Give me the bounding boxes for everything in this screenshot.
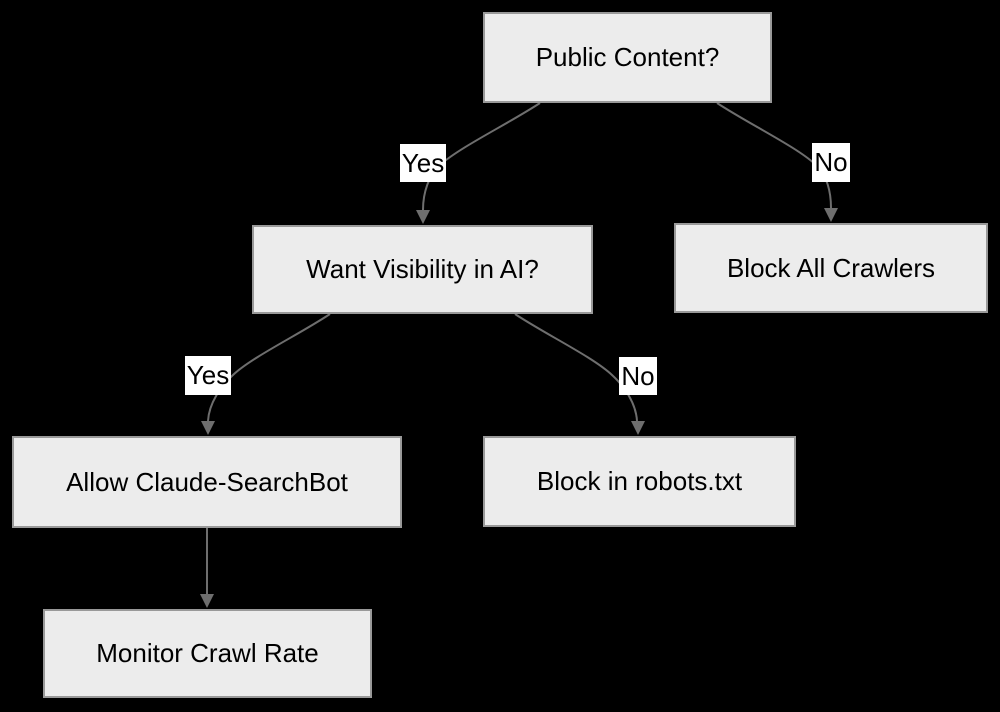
node-block-all-crawlers-label: Block All Crawlers xyxy=(726,252,936,283)
node-allow-claude-searchbot: Allow Claude-SearchBot xyxy=(12,436,402,528)
arrowhead-want-visibility xyxy=(416,210,430,224)
node-monitor-crawl-rate-label: Monitor Crawl Rate xyxy=(96,638,319,668)
node-want-visibility: Want Visibility in AI? xyxy=(252,225,593,314)
node-block-in-robots-label: Block in robots.txt xyxy=(536,466,743,496)
node-allow-claude-searchbot-label: Allow Claude-SearchBot xyxy=(66,466,348,497)
node-want-visibility-label: Want Visibility in AI? xyxy=(306,254,539,284)
arrowhead-block-all-crawlers xyxy=(824,208,838,222)
edge-label-yes-want-visibility-to-allow-claude: Yes xyxy=(185,356,231,395)
edge-want-visibility-to-allow-claude-searchbot xyxy=(207,313,331,422)
arrowhead-block-in-robots xyxy=(631,421,645,435)
edge-label-no-public-to-block-all-crawlers: No xyxy=(812,143,850,182)
arrowhead-allow-claude-searchbot xyxy=(201,421,215,435)
edge-label-yes-public-to-want-visibility: Yes xyxy=(400,144,446,182)
node-block-all-crawlers: Block All Crawlers xyxy=(674,223,988,313)
edge-label-no-want-visibility-to-block-in-robots: No xyxy=(619,357,657,395)
edge-want-visibility-to-block-in-robots xyxy=(514,313,638,422)
arrowhead-monitor-crawl-rate xyxy=(200,594,214,608)
node-public-content-label: Public Content? xyxy=(535,42,720,72)
node-public-content: Public Content? xyxy=(483,12,772,103)
node-monitor-crawl-rate: Monitor Crawl Rate xyxy=(43,609,372,698)
node-block-in-robots: Block in robots.txt xyxy=(483,436,796,527)
